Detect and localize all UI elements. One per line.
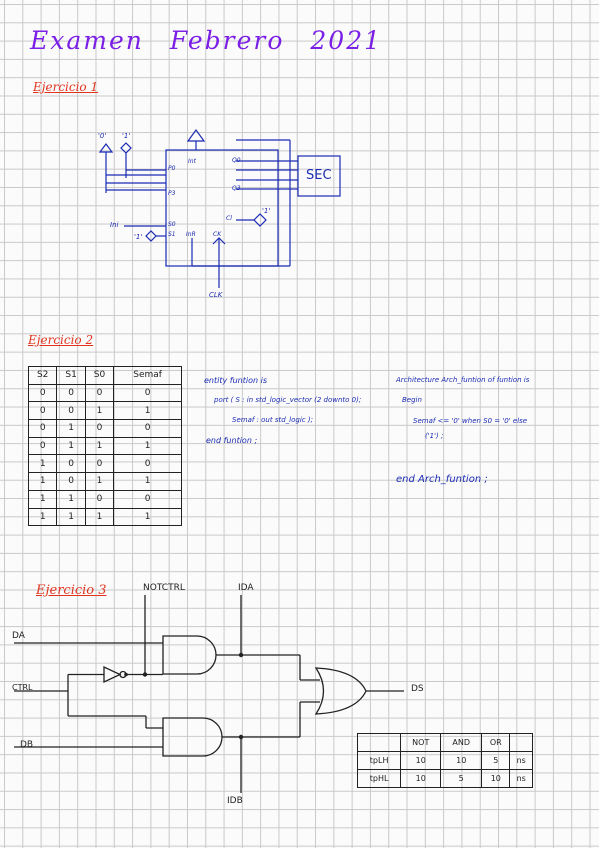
cell: 1	[113, 507, 182, 527]
cell: 1	[84, 436, 115, 456]
cell: 1	[56, 507, 86, 527]
pin-s0: S0	[168, 221, 176, 228]
and-gate-2	[162, 717, 223, 757]
exercise-2-heading: Ejercicio 2	[28, 333, 94, 347]
and-gate-1	[162, 635, 217, 675]
cell: 5	[481, 751, 511, 770]
pin-p3: P3	[168, 190, 176, 197]
db-label: DB	[20, 740, 34, 750]
pin-q3: Q3	[232, 185, 241, 192]
arch-line-1: Architecture Arch_funtion of funtion is	[396, 376, 530, 384]
entity-line-4: end funtion ;	[206, 436, 258, 445]
pin-p0: P0	[168, 165, 176, 172]
input-one-label: '1'	[134, 233, 143, 241]
cell: tpLH	[356, 751, 402, 770]
cell: ns	[509, 751, 533, 770]
entity-line-1: entity funtion is	[204, 376, 267, 385]
cell: tpHL	[356, 769, 402, 788]
exercise-3-heading: Ejercicio 3	[36, 583, 107, 598]
title-word-2: Febrero	[169, 26, 285, 55]
header-cell: AND	[440, 733, 483, 752]
arch-line-3: Semaf <= '0' when S0 = '0' else	[413, 417, 528, 425]
cell: ns	[509, 769, 533, 788]
const-1-cl-symbol	[253, 213, 267, 227]
notctrl-label: NOTCTRL	[143, 583, 185, 593]
not-gate	[103, 665, 122, 684]
ds-label: DS	[411, 684, 424, 694]
arch-line-4: ('1') ;	[425, 432, 444, 440]
pin-ck: CK	[213, 231, 222, 238]
table-row: tpHL 10 5 10 ns	[356, 769, 533, 788]
ctrl-label: CTRL	[12, 683, 33, 692]
header-cell	[509, 733, 533, 752]
table-row: tpLH 10 10 5 ns	[356, 751, 533, 770]
truth-table-header: S2 S1 S0 Semaf	[27, 366, 182, 385]
arch-line-2: Begin	[402, 396, 422, 404]
entity-line-3: Semaf : out std_logic );	[232, 416, 313, 424]
cell: 5	[440, 769, 483, 788]
pin-q0: Q0	[232, 157, 241, 164]
sec-label: SEC	[306, 168, 332, 183]
title-word-3: 2021	[310, 26, 383, 55]
clk-label: CLK	[209, 291, 223, 299]
cell: 0	[56, 472, 86, 491]
pin-int: Int	[188, 158, 196, 165]
cell: 1	[84, 507, 115, 527]
da-label: DA	[12, 631, 25, 641]
junction-dot	[238, 734, 244, 740]
pin-inr: InR	[186, 231, 196, 238]
input-ini-label: Ini	[110, 221, 119, 229]
title-word-1: Examen	[30, 26, 144, 55]
or-gate	[314, 667, 367, 715]
pin-s1: S1	[168, 231, 176, 238]
cell: 10	[481, 769, 511, 788]
sec-block	[297, 155, 341, 197]
cell: 0	[56, 454, 86, 474]
junction-dot	[238, 652, 244, 658]
header-cell: NOT	[400, 733, 442, 752]
timing-table: NOT AND OR tpLH 10 10 5 ns tpHL 10 5 10 …	[356, 733, 533, 788]
pin-cl: Cl	[226, 215, 232, 222]
const-1-label: '1'	[122, 132, 131, 140]
header-cell	[356, 733, 402, 752]
exercise-1-heading: Ejercicio 1	[33, 80, 99, 94]
const-0-label: '0'	[98, 132, 107, 140]
cl-const-label: '1'	[262, 207, 271, 215]
junction-dot	[124, 672, 128, 677]
entity-line-2: port ( S : in std_logic_vector (2 downto…	[214, 396, 362, 404]
arch-line-5: end Arch_funtion ;	[396, 474, 488, 485]
cell: 10	[400, 769, 442, 788]
header-cell: OR	[481, 733, 511, 752]
cell: 0	[56, 383, 86, 403]
page-title: Examen Febrero 2021	[30, 26, 408, 55]
cell: 10	[400, 751, 442, 770]
junction-dot	[142, 672, 148, 677]
timing-table-header: NOT AND OR	[356, 733, 533, 752]
cell: 10	[440, 751, 483, 770]
ida-label: IDA	[238, 583, 254, 593]
idb-label: IDB	[227, 796, 243, 806]
